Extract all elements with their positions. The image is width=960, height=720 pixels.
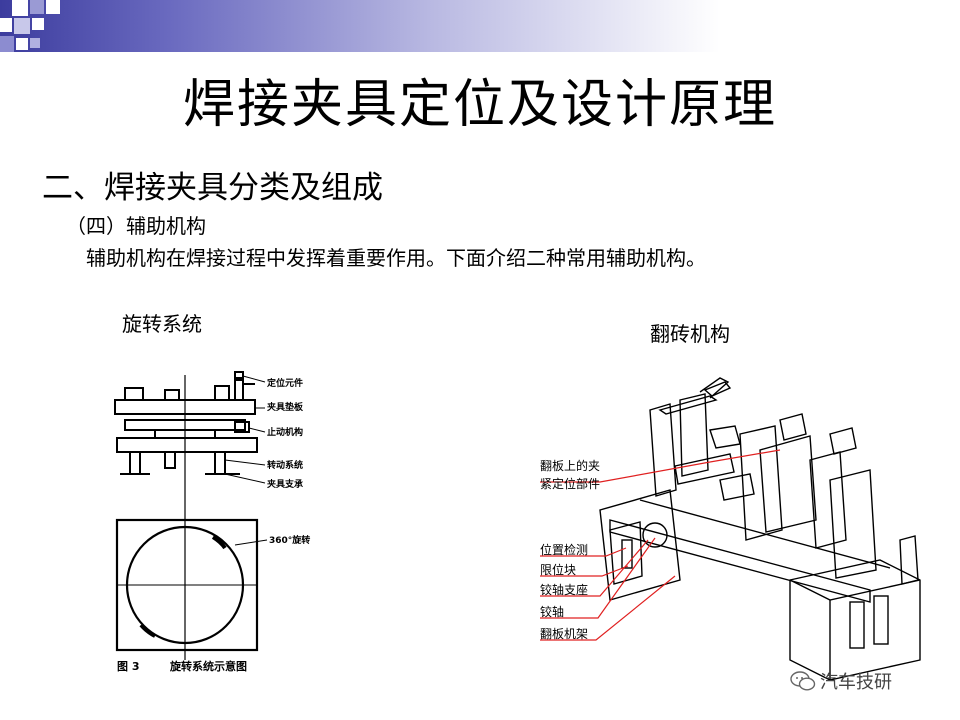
annotation-clamp-part-line1: 翻板上的夹 (540, 458, 600, 473)
flip-mechanism-label: 翻砖机构 (650, 322, 730, 346)
annotation-360-rotation: 360°旋转 (269, 534, 310, 546)
annotation-fixture-pad: 夹具垫板 (267, 401, 304, 413)
annotation-hinge-support: 铰轴支座 (540, 582, 588, 597)
intro-paragraph: 辅助机构在焊接过程中发挥着重要作用。下面介绍二种常用辅助机构。 (86, 246, 706, 270)
corner-decoration (0, 0, 80, 60)
annotation-stop-mechanism: 止动机构 (267, 426, 303, 438)
subsection-heading: （四）辅助机构 (66, 214, 206, 238)
annotation-locating-element: 定位元件 (266, 377, 303, 389)
watermark-text: 汽车技研 (820, 672, 892, 693)
annotation-limit-block: 限位块 (540, 562, 576, 577)
annotation-rotation-system: 转动系统 (267, 459, 303, 471)
rotation-system-label: 旋转系统 (122, 312, 202, 336)
annotation-flip-frame: 翻板机架 (540, 627, 588, 641)
flip-mechanism-diagram: 翻板上的夹 紧定位部件 位置检测 限位块 铰轴支座 铰轴 翻板机架 (540, 377, 921, 681)
section-heading: 二、焊接夹具分类及组成 (42, 170, 383, 206)
watermark: 汽车技研 (790, 668, 892, 694)
annotation-position-detect: 位置检测 (540, 542, 588, 557)
annotation-clamp-part-line2: 紧定位部件 (540, 476, 600, 491)
header-gradient-band (0, 0, 960, 52)
slide-title: 焊接夹具定位及设计原理 (182, 75, 777, 135)
annotation-hinge-shaft: 铰轴 (540, 604, 564, 619)
figure-caption-number: 图 3 (117, 660, 139, 673)
figure-caption-text: 旋转系统示意图 (169, 659, 247, 673)
rotation-system-diagram: 定位元件 夹具垫板 止动机构 转动系统 夹具支承 360°旋转 图 3 旋转系统… (114, 371, 310, 673)
annotation-fixture-support: 夹具支承 (267, 478, 303, 490)
wechat-icon (790, 671, 816, 691)
